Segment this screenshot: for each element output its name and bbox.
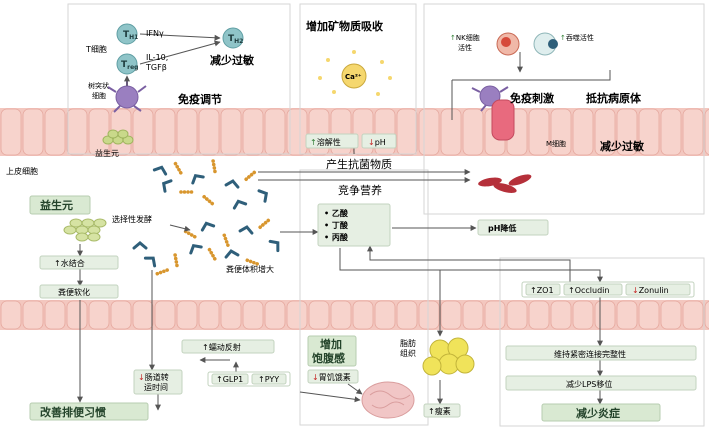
dendritic-label-2: 细胞 [92,91,106,100]
zo1-label: ↑ZO1 [530,286,554,295]
dendritic-cell-right [471,85,509,112]
ghrelin-label: ↓胃饥饿素 [312,372,351,382]
il10-label: IL-10, [146,53,168,62]
phago-label: ↑吞噬活性 [560,33,594,42]
bacteria-cluster-upper [152,159,269,210]
transit-label-2: 运时间 [144,382,168,392]
inflammation-label: 减少炎症 [576,406,620,420]
nk-label-2: 活性 [458,43,472,52]
antibacterial-label: 产生抗菌物质 [326,157,392,171]
calcium-ion [341,63,367,89]
prebiotic-title: 益生元 [40,198,73,212]
panel-frames [67,3,705,427]
anti-pathogen-label: 抵抗病原体 [586,91,642,105]
treg-label: Treg [121,60,138,71]
probiotic-small-label: 益生元 [95,148,119,158]
phagocyte [533,32,558,56]
reduce-allergy-right: 减少过敏 [600,139,645,153]
epithelial-label: 上皮细胞 [6,166,38,176]
dendritic-label: 树突状 [88,81,109,90]
acid-butyric: • 丁酸 [324,220,349,230]
upper-gut-wall [0,108,709,156]
fat-label-2: 组织 [400,348,416,358]
m-cell-label: M细胞 [546,139,566,148]
glp1-label: ↑GLP1 [216,375,243,384]
pyy-label: ↑PYY [258,375,279,384]
tight-junction-label: 维持紧密连接完整性 [554,349,626,359]
mineral-title: 增加矿物质吸收 [306,19,383,33]
brain [361,381,415,419]
occludin-label: ↑Occludin [568,286,609,295]
water-binding-label: ↑水结合 [54,258,85,268]
leptin-label: ↑瘦素 [428,406,451,416]
tgf-label: TGFβ [145,63,167,72]
immune-stimulation-title: 免疫刺激 [510,91,554,105]
nk-cell [496,32,520,56]
calcium-label: Ca²⁺ [345,73,362,81]
transit-label: ↓肠道转 [138,372,169,382]
dendritic-cell-left [107,78,147,113]
fat-tissue [422,337,475,376]
bacteria-cluster-lower [132,218,280,276]
t-cell-label: T细胞 [85,44,107,54]
solubility-label: ↑溶解性 [310,137,341,147]
peristalsis-label: ↑蠕动反射 [202,342,241,352]
m-cell [491,99,515,141]
acid-acetic: • 乙酸 [324,208,349,218]
probiotic-cluster-left [63,218,107,242]
satiety-title-1: 增加 [320,337,342,351]
bowel-habit-label: 改善排便习惯 [40,405,106,419]
ifn-label: IFNγ [146,29,164,38]
fat-label-1: 脂肪 [400,338,416,348]
reduce-allergy-left: 减少过敏 [210,53,255,67]
satiety-title-2: 饱腹感 [312,351,345,365]
competition-label: 竞争营养 [338,183,382,197]
ph-drop-label: pH降低 [488,223,516,233]
ph-label: ↓pH [368,138,386,147]
zonulin-label: ↓Zonulin [632,286,669,295]
mineral-dots [318,50,392,96]
probiotic-cluster-top-left [102,129,134,145]
lower-gut-wall [0,300,709,330]
th2-label: TH2 [228,34,243,45]
stool-volume-label: 粪便体积增大 [226,264,274,274]
lps-label: 减少LPS移位 [566,379,612,389]
selective-fermentation-label: 选择性发酵 [112,214,152,224]
acid-propionic: • 丙酸 [324,232,349,242]
t-cells [116,23,244,75]
stool-soft-label: 粪便软化 [58,287,90,297]
immune-regulation-title: 免疫调节 [178,92,222,106]
arrows [77,33,611,411]
pathogen-red [478,174,532,193]
th1-label: TH1 [123,30,138,41]
nk-label: ↑NK细胞 [450,33,480,42]
